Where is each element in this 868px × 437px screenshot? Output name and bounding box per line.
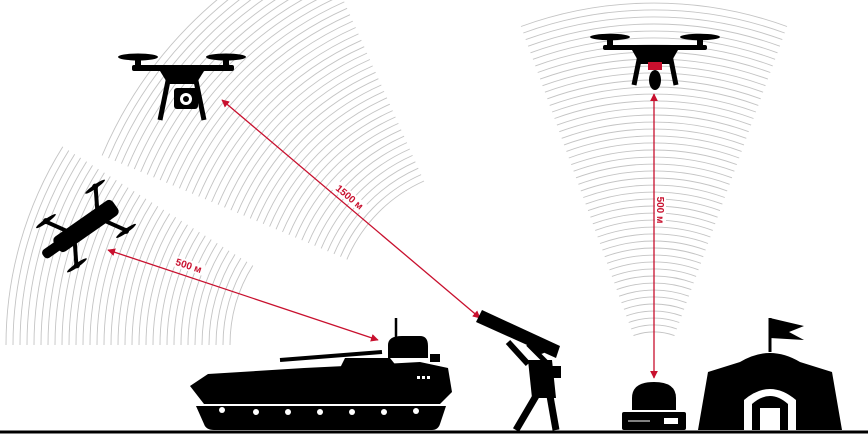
signal-wave-arc <box>179 15 350 189</box>
signal-wave-arc <box>181 240 211 346</box>
signal-wave-arc <box>250 85 381 218</box>
signal-wave-arc <box>109 0 319 158</box>
signal-wave-arc <box>153 225 188 345</box>
signal-wave-arc <box>102 0 316 156</box>
range-line-quadcopter <box>222 100 480 318</box>
signal-wave-arc <box>263 98 387 224</box>
signal-wave-arc <box>270 104 390 226</box>
signal-wave-arc <box>167 232 199 345</box>
signal-wave-arc <box>225 60 370 208</box>
signal-wave-arc <box>128 0 327 166</box>
signal-wave-arc <box>216 258 241 345</box>
signal-wave-arc <box>174 236 205 345</box>
armored-vehicle-icon <box>190 318 452 430</box>
signal-wave-arc <box>230 266 253 346</box>
signal-waves-quadcopter <box>102 0 424 259</box>
signal-wave-arc <box>218 53 367 205</box>
ground-station-icon <box>622 382 686 430</box>
soldier-with-launcher-icon <box>476 310 561 430</box>
tent-with-flag-icon <box>698 318 842 430</box>
signal-wave-arc <box>334 168 418 254</box>
fpv-drone-icon <box>26 177 137 280</box>
signal-wave-arc <box>223 262 247 345</box>
signal-wave-arc <box>341 175 422 257</box>
signal-wave-arc <box>237 72 375 213</box>
signal-wave-arc <box>231 66 373 210</box>
signal-wave-arc <box>328 162 416 251</box>
signal-wave-arc <box>115 0 322 161</box>
signal-wave-arc <box>523 10 784 33</box>
signal-wave-arc <box>321 155 412 248</box>
signal-wave-arc <box>62 177 110 346</box>
signal-wave-arc <box>283 117 396 232</box>
range-line-fpv <box>108 250 378 340</box>
signal-wave-arc <box>521 3 787 26</box>
signal-wave-arc <box>257 91 384 221</box>
signal-wave-arc <box>186 21 353 191</box>
signal-wave-arc <box>276 111 393 230</box>
signal-wave-arc <box>141 0 333 172</box>
distance-label-500-vertical: 500 м <box>654 197 665 224</box>
